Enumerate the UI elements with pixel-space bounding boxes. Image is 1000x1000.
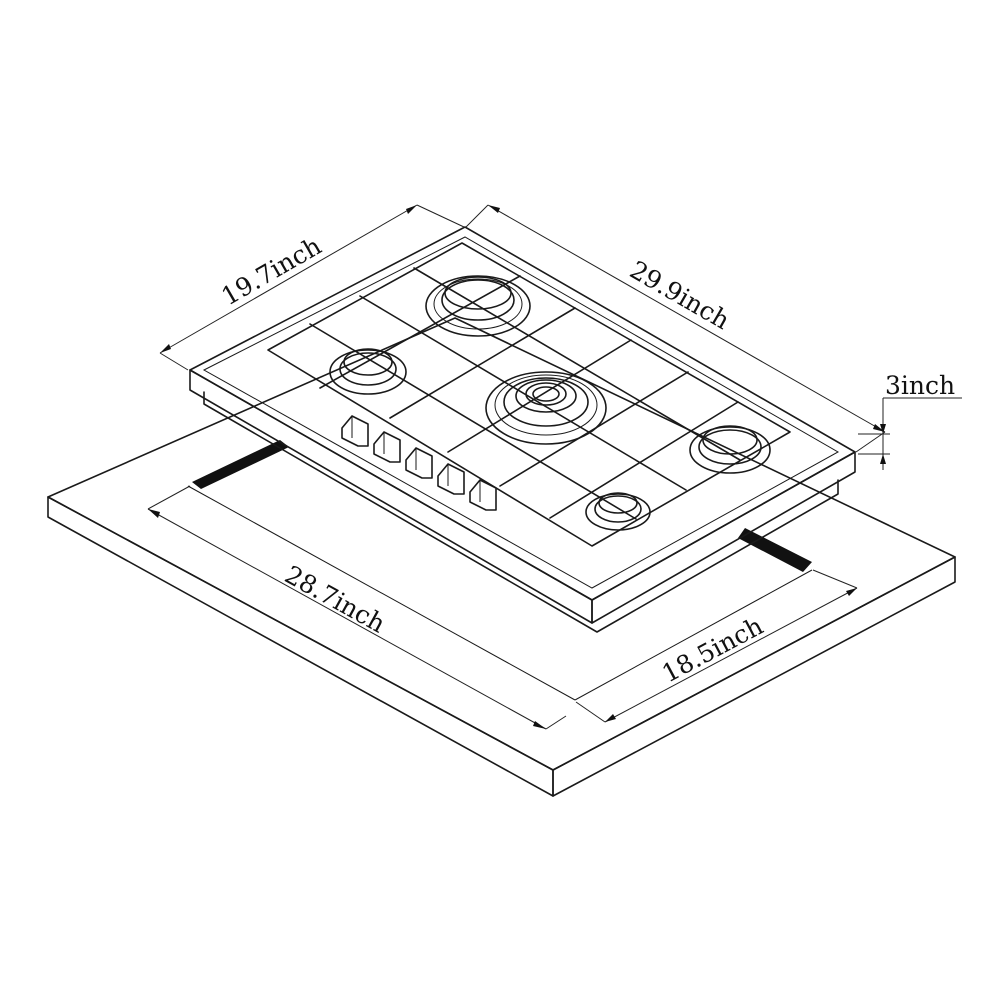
control-knob: [469, 479, 497, 511]
height-label: 3inch: [885, 371, 955, 400]
control-knobs: [341, 415, 497, 511]
depth-label: 19.7inch: [217, 231, 327, 311]
dimension-height: 3inch: [858, 371, 962, 470]
cooktop: [189, 226, 856, 633]
control-knob: [437, 463, 465, 495]
burner-small-left: [329, 348, 407, 395]
dimension-depth: 19.7inch: [159, 204, 465, 371]
control-knob: [405, 447, 433, 479]
control-knob: [373, 431, 401, 463]
burner-right: [689, 425, 771, 474]
burner-wok-center: [485, 371, 607, 445]
control-knob: [341, 415, 369, 447]
dimension-width: 29.9inch: [465, 204, 886, 453]
cutout-width-label: 28.7inch: [280, 560, 390, 639]
cutout-depth-label: 18.5inch: [657, 611, 768, 688]
dimension-cutout-depth: 18.5inch: [575, 569, 858, 723]
burner-large-rear: [425, 275, 531, 337]
pan-supports: [267, 242, 791, 547]
countertop: [47, 317, 956, 797]
burner-small-front: [585, 492, 651, 531]
width-label: 29.9inch: [625, 255, 735, 335]
countertop-cutout: [187, 440, 813, 701]
